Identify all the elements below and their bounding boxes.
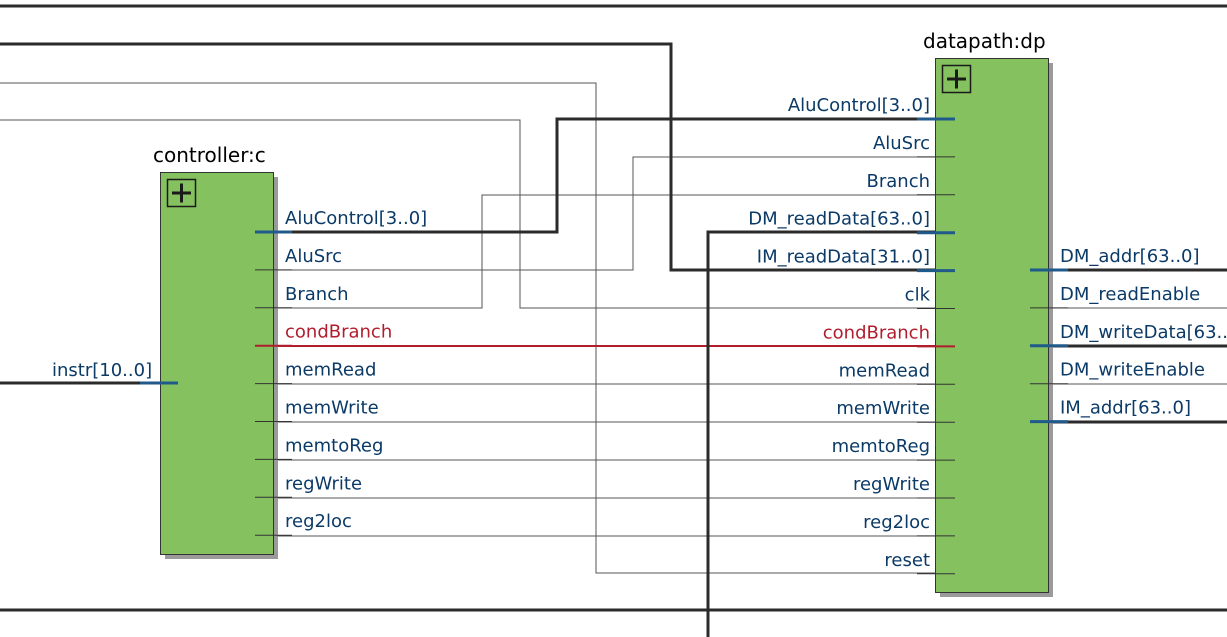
controller-output-port-reg2loc: reg2loc [285, 511, 352, 532]
datapath-title: datapath:dp [923, 29, 1046, 53]
controller-output-port-memtoreg: memtoReg [285, 435, 383, 456]
controller-output-port-memwrite: memWrite [285, 398, 379, 419]
datapath-input-port-clk: clk [905, 285, 931, 306]
datapath-block[interactable]: datapath:dp AluControl[3..0] AluSrcBranch… [748, 29, 1227, 597]
datapath-input-port-reg2loc: reg2loc [863, 512, 930, 533]
controller-body[interactable] [160, 172, 274, 555]
controller-block[interactable]: controller:c instr[10..0] AluControl[3..… [52, 143, 427, 559]
branch-wire [274, 194, 955, 309]
datapath-input-port-dm-readdata: DM_readData[63..0] [748, 209, 930, 230]
datapath-body[interactable] [935, 58, 1049, 593]
controller-output-port-regwrite: regWrite [285, 473, 362, 494]
datapath-input-port-branch: Branch [867, 171, 931, 192]
clk-wire [0, 119, 955, 309]
datapath-inputs: AluControl[3..0] AluSrcBranchDM_readData[… [748, 95, 955, 575]
datapath-output-port-dm-writeenable: DM_writeEnable [1060, 360, 1205, 381]
alucontrol-bus [274, 117, 955, 234]
controller-input-instr: instr[10..0] [52, 360, 152, 381]
controller-output-port-branch: Branch [285, 284, 349, 305]
datapath-input-port-im-readdata: IM_readData[31..0] [757, 247, 930, 268]
datapath-input-port-memread: memRead [839, 360, 930, 381]
im-readdata-bus [0, 42, 955, 272]
datapath-input-port-condbranch: condBranch [823, 322, 930, 343]
controller-output-port-condbranch: condBranch [285, 322, 392, 343]
controller-title: controller:c [153, 143, 266, 167]
plus-box-icon[interactable] [166, 178, 197, 208]
datapath-input-port-memwrite: memWrite [836, 398, 930, 419]
reset-wire [0, 82, 955, 574]
alusrc-wire [274, 156, 955, 271]
controller-output-port-alusrc: AluSrc [285, 246, 342, 267]
datapath-output-port-dm-readenable: DM_readEnable [1060, 284, 1200, 305]
datapath-output-port-im-addr: IM_addr[63..0] [1060, 398, 1191, 419]
datapath-input-port-memtoreg: memtoReg [832, 436, 930, 457]
dm-readdata-bus [706, 230, 955, 637]
datapath-outputs: DM_addr[63..0] DM_readEnableDM_writeData[… [1030, 246, 1227, 424]
datapath-input-port-regwrite: regWrite [853, 474, 930, 495]
datapath-input-port-alusrc: AluSrc [873, 133, 930, 154]
datapath-input-port-reset: reset [884, 550, 930, 571]
controller-output-port-alucontrol: AluControl[3..0] [285, 208, 427, 229]
datapath-input-port-alucontrol: AluControl[3..0] [788, 95, 930, 116]
datapath-output-port-dm-writedata: DM_writeData[63..0] [1060, 322, 1227, 343]
controller-output-port-memread: memRead [285, 360, 376, 381]
plus-box-icon[interactable] [941, 64, 972, 94]
datapath-output-port-dm-addr: DM_addr[63..0] [1060, 246, 1200, 267]
